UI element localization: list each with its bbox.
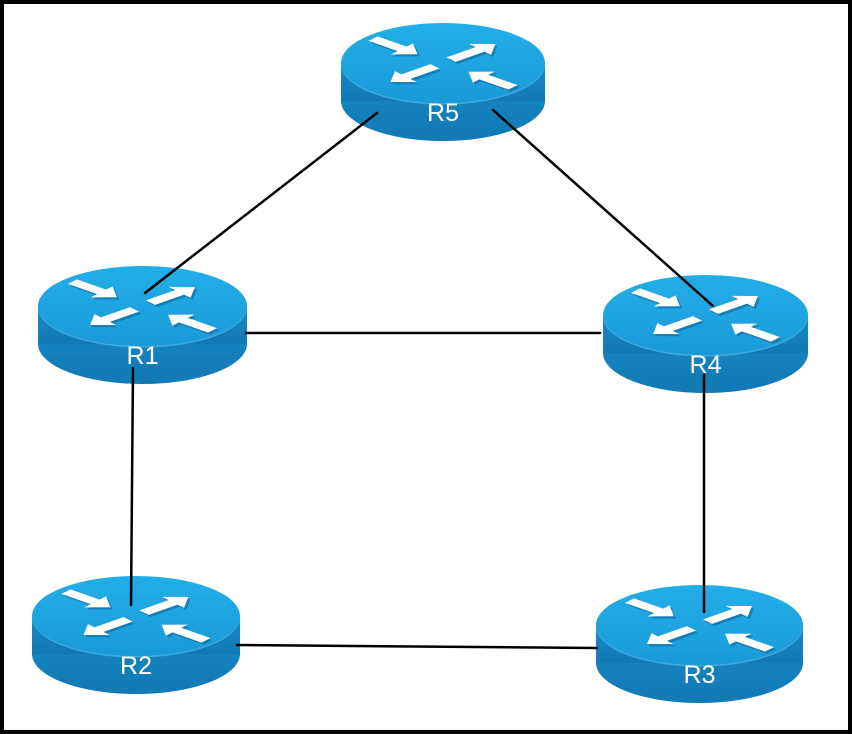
arrow-in-upper-left — [68, 279, 117, 298]
router-r1[interactable] — [38, 266, 247, 384]
routers-layer — [32, 23, 808, 703]
link-r5-r1 — [143, 111, 379, 295]
router-label-r5: R5 — [427, 99, 459, 127]
arrow-in-upper-left — [61, 589, 111, 608]
link-r2-r3 — [235, 643, 599, 650]
arrow-in-lower-right — [725, 633, 774, 652]
arrow-in-lower-right — [468, 71, 518, 90]
router-top — [596, 585, 803, 665]
arrow-out-upper-right — [703, 605, 752, 624]
arrow-in-upper-left — [368, 36, 418, 55]
router-arrows-icon — [61, 589, 213, 645]
arrow-in-upper-left — [625, 598, 674, 617]
router-r2[interactable] — [32, 576, 240, 694]
router-arrows-icon — [368, 36, 520, 92]
arrow-out-upper-right — [709, 295, 758, 314]
router-arrows-icon — [625, 598, 776, 654]
arrow-out-lower-left — [90, 307, 139, 326]
arrow-out-lower-left — [390, 64, 440, 83]
arrow-in-lower-right — [168, 314, 217, 333]
link-r5-r4 — [491, 108, 715, 308]
router-label-r2: R2 — [120, 652, 152, 680]
arrow-in-lower-right — [161, 624, 211, 643]
arrow-out-upper-right — [139, 596, 189, 615]
arrow-in-lower-right — [731, 323, 780, 342]
router-r3[interactable] — [596, 585, 803, 703]
arrow-out-upper-right — [446, 43, 496, 62]
arrow-out-lower-left — [83, 617, 133, 636]
router-r5[interactable] — [341, 23, 545, 141]
links-layer — [129, 108, 715, 650]
router-arrows-icon — [631, 288, 782, 344]
arrow-out-lower-left — [653, 316, 702, 335]
router-top — [603, 275, 808, 355]
router-arrows-icon — [68, 279, 219, 335]
router-top — [341, 23, 545, 103]
link-r1-r2 — [129, 366, 135, 607]
router-label-r1: R1 — [127, 342, 159, 370]
router-label-r4: R4 — [690, 351, 722, 379]
router-top — [32, 576, 240, 656]
router-label-r3: R3 — [684, 661, 716, 689]
arrow-in-upper-left — [631, 288, 680, 307]
router-top — [38, 266, 247, 346]
arrow-out-upper-right — [146, 286, 195, 305]
arrow-out-lower-left — [647, 626, 696, 645]
router-r4[interactable] — [603, 275, 808, 393]
